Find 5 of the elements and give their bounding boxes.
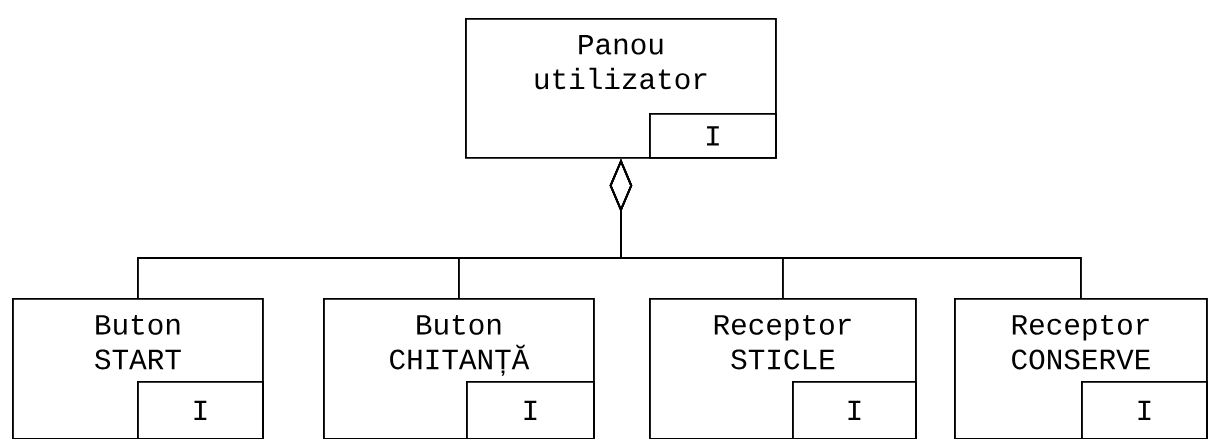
interface-box: I (1081, 381, 1208, 439)
interface-box: I (792, 381, 917, 439)
interface-box: I (137, 381, 264, 439)
interface-box: I (466, 381, 595, 439)
interface-box: I (649, 113, 777, 159)
